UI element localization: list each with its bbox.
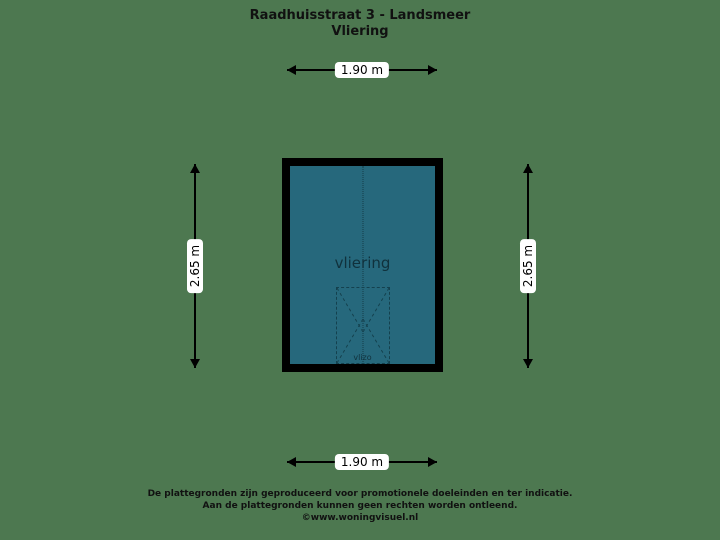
- footer-line-2: Aan de plattegronden kunnen geen rechten…: [202, 501, 518, 511]
- dimension-bottom: 1.90 m: [287, 453, 437, 471]
- page-title: Raadhuisstraat 3 - Landsmeer Vliering: [0, 8, 720, 39]
- footer-line-1: De plattegronden zijn geproduceerd voor …: [147, 489, 573, 499]
- room-vliering[interactable]: vliering vlizo: [282, 158, 443, 372]
- dimension-top-label: 1.90 m: [334, 62, 390, 78]
- loft-hatch-cross-icon: [336, 287, 389, 364]
- title-floor: Vliering: [331, 23, 389, 39]
- footer-disclaimer: De plattegronden zijn geproduceerd voor …: [0, 488, 720, 524]
- loft-hatch-outline: [335, 287, 390, 364]
- dimension-bottom-label: 1.90 m: [334, 454, 390, 470]
- arrow-down-icon: [523, 359, 533, 368]
- arrow-up-icon: [523, 164, 533, 173]
- arrow-right-icon: [428, 65, 437, 75]
- arrow-left-icon: [287, 457, 296, 467]
- title-address: Raadhuisstraat 3 - Landsmeer: [249, 8, 471, 23]
- footer-copyright: ©www.woningvisuel.nl: [301, 513, 419, 523]
- arrow-down-icon: [190, 359, 200, 368]
- loft-hatch-label: vlizo: [353, 353, 372, 362]
- dimension-right: 2.65 m: [519, 164, 537, 368]
- arrow-left-icon: [287, 65, 296, 75]
- arrow-up-icon: [190, 164, 200, 173]
- room-interior: vliering vlizo: [290, 166, 435, 364]
- arrow-right-icon: [428, 457, 437, 467]
- dimension-top: 1.90 m: [287, 61, 437, 79]
- loft-hatch-vlizo[interactable]: vlizo: [335, 287, 390, 364]
- dimension-right-label: 2.65 m: [520, 238, 536, 294]
- dimension-left-label: 2.65 m: [187, 238, 203, 294]
- center-axis-line: [362, 166, 363, 364]
- room-label: vliering: [334, 254, 391, 272]
- dimension-left: 2.65 m: [186, 164, 204, 368]
